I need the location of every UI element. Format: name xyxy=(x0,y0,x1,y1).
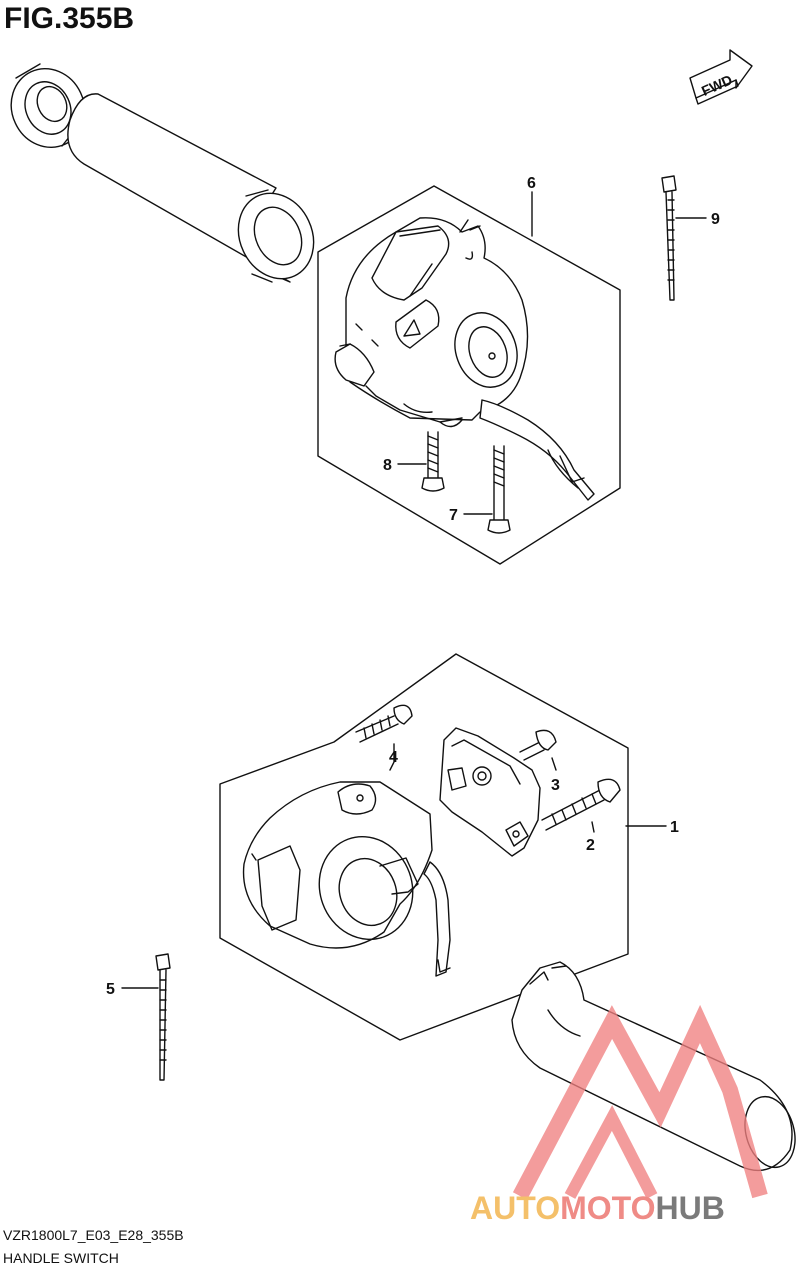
callout-3: 3 xyxy=(551,777,560,794)
switch-bracket xyxy=(439,727,541,857)
screw-4 xyxy=(355,704,413,743)
callout-5: 5 xyxy=(106,981,115,998)
callout-7: 7 xyxy=(449,507,458,524)
cable-tie-5 xyxy=(155,953,171,1081)
figure-title: FIG.355B xyxy=(4,2,135,35)
watermark-logo-icon xyxy=(512,1004,768,1200)
screw-3 xyxy=(519,729,557,761)
callout-9: 9 xyxy=(711,211,720,228)
screw-7 xyxy=(487,445,511,534)
figure-name: HANDLE SWITCH xyxy=(3,1250,119,1266)
watermark-auto: AUTO xyxy=(470,1190,561,1226)
screw-2 xyxy=(541,778,621,831)
fwd-arrow-icon: FWD xyxy=(689,49,753,105)
watermark-moto: MOTO xyxy=(560,1190,656,1226)
watermark-text: AUTOMOTOHUB xyxy=(470,1190,725,1227)
callout-4: 4 xyxy=(389,749,398,766)
lower-assembly-boundary xyxy=(219,653,629,1041)
upper-assembly-boundary xyxy=(317,185,621,565)
callout-leaders xyxy=(121,191,707,989)
switch-wire-harness xyxy=(479,399,595,501)
cable-tie-9 xyxy=(661,175,677,301)
callout-2: 2 xyxy=(586,837,595,854)
screw-8 xyxy=(421,431,445,492)
callout-6: 6 xyxy=(527,175,536,192)
right-handle-switch-body xyxy=(334,217,529,428)
lower-wire-harness xyxy=(423,861,451,977)
watermark-hub: HUB xyxy=(655,1190,725,1226)
left-handle-grip xyxy=(67,93,315,283)
callout-1: 1 xyxy=(670,819,679,836)
left-handle-switch-housing xyxy=(242,781,433,949)
callout-8: 8 xyxy=(383,457,392,474)
figure-code: VZR1800L7_E03_E28_355B xyxy=(3,1227,184,1243)
